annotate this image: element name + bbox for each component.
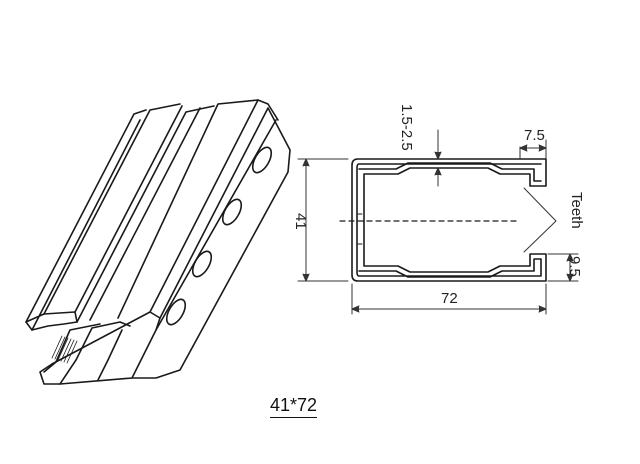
profile-caption: 41*72 (270, 395, 318, 418)
channel-3d-view (25, 99, 291, 385)
groove-right-1 (117, 99, 259, 319)
section-inner (356, 163, 542, 278)
top-edge-1 (25, 109, 147, 323)
top-edge-2 (31, 119, 141, 331)
section-outer (351, 158, 547, 282)
groove-left-1 (43, 103, 181, 315)
dim-height-label: 41 (292, 213, 309, 230)
dim-lip-bottom-label: 9.5 (566, 256, 583, 277)
dim-width-label: 72 (441, 290, 458, 307)
top-right-edge (149, 99, 279, 313)
slot-hole-4 (165, 298, 187, 326)
inner-lip-b (59, 321, 131, 385)
side-face-inner (155, 119, 277, 331)
groove-mid-1 (76, 105, 215, 323)
slot-hole-1 (251, 146, 273, 174)
inner-lip-c (97, 329, 123, 381)
slot-hole-2 (221, 198, 243, 226)
groove-mid-2 (89, 107, 201, 321)
section-inner-top (358, 162, 542, 182)
inner-lip-a (43, 323, 101, 373)
front-section-bottom (39, 311, 161, 385)
front-section-outline (25, 311, 78, 331)
dimension-lines (297, 129, 579, 315)
slot-hole-3 (191, 250, 213, 278)
dim-thickness-label: 1.5-2.5 (398, 104, 415, 151)
channel-cross-section (339, 158, 547, 282)
teeth-hatch-3d (51, 335, 78, 364)
teeth-label: Teeth (568, 192, 585, 229)
groove-left-2 (74, 105, 183, 313)
side-face (131, 107, 291, 379)
dim-lip-label: 7.5 (524, 127, 545, 144)
